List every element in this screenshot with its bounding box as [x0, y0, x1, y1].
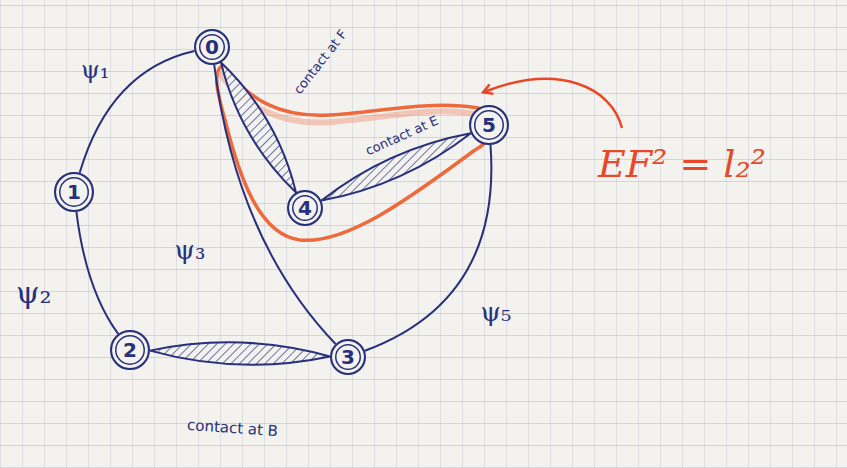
psi-label: ψ₁	[81, 57, 109, 83]
node-circle: 4	[287, 190, 323, 226]
link-curve	[76, 212, 118, 334]
node-number: 3	[341, 347, 355, 367]
contact-band	[150, 342, 330, 364]
psi-label: ψ₅	[481, 298, 512, 327]
psi-label: ψ₃	[175, 236, 206, 265]
link-curve	[214, 65, 335, 344]
node-circle: 5	[469, 105, 509, 145]
link-curve	[80, 51, 195, 173]
contact-label: contact at B	[186, 416, 278, 439]
contact-label: contact at E	[363, 114, 440, 159]
node-circle: 0	[194, 29, 230, 65]
psi-label: ψ₂	[16, 276, 52, 309]
contact-label: contact at F	[291, 27, 350, 97]
node-number: 4	[298, 198, 312, 218]
contact-band	[221, 63, 296, 193]
node-number: 0	[205, 37, 219, 57]
formula-note: EF² = l₂²	[598, 144, 766, 186]
node-number: 1	[67, 182, 81, 202]
red-outline	[217, 66, 493, 240]
node-circle: 2	[110, 330, 150, 370]
node-circle: 3	[330, 339, 366, 375]
node-number: 5	[482, 115, 496, 135]
node-circle: 1	[54, 172, 94, 212]
node-number: 2	[123, 340, 137, 360]
